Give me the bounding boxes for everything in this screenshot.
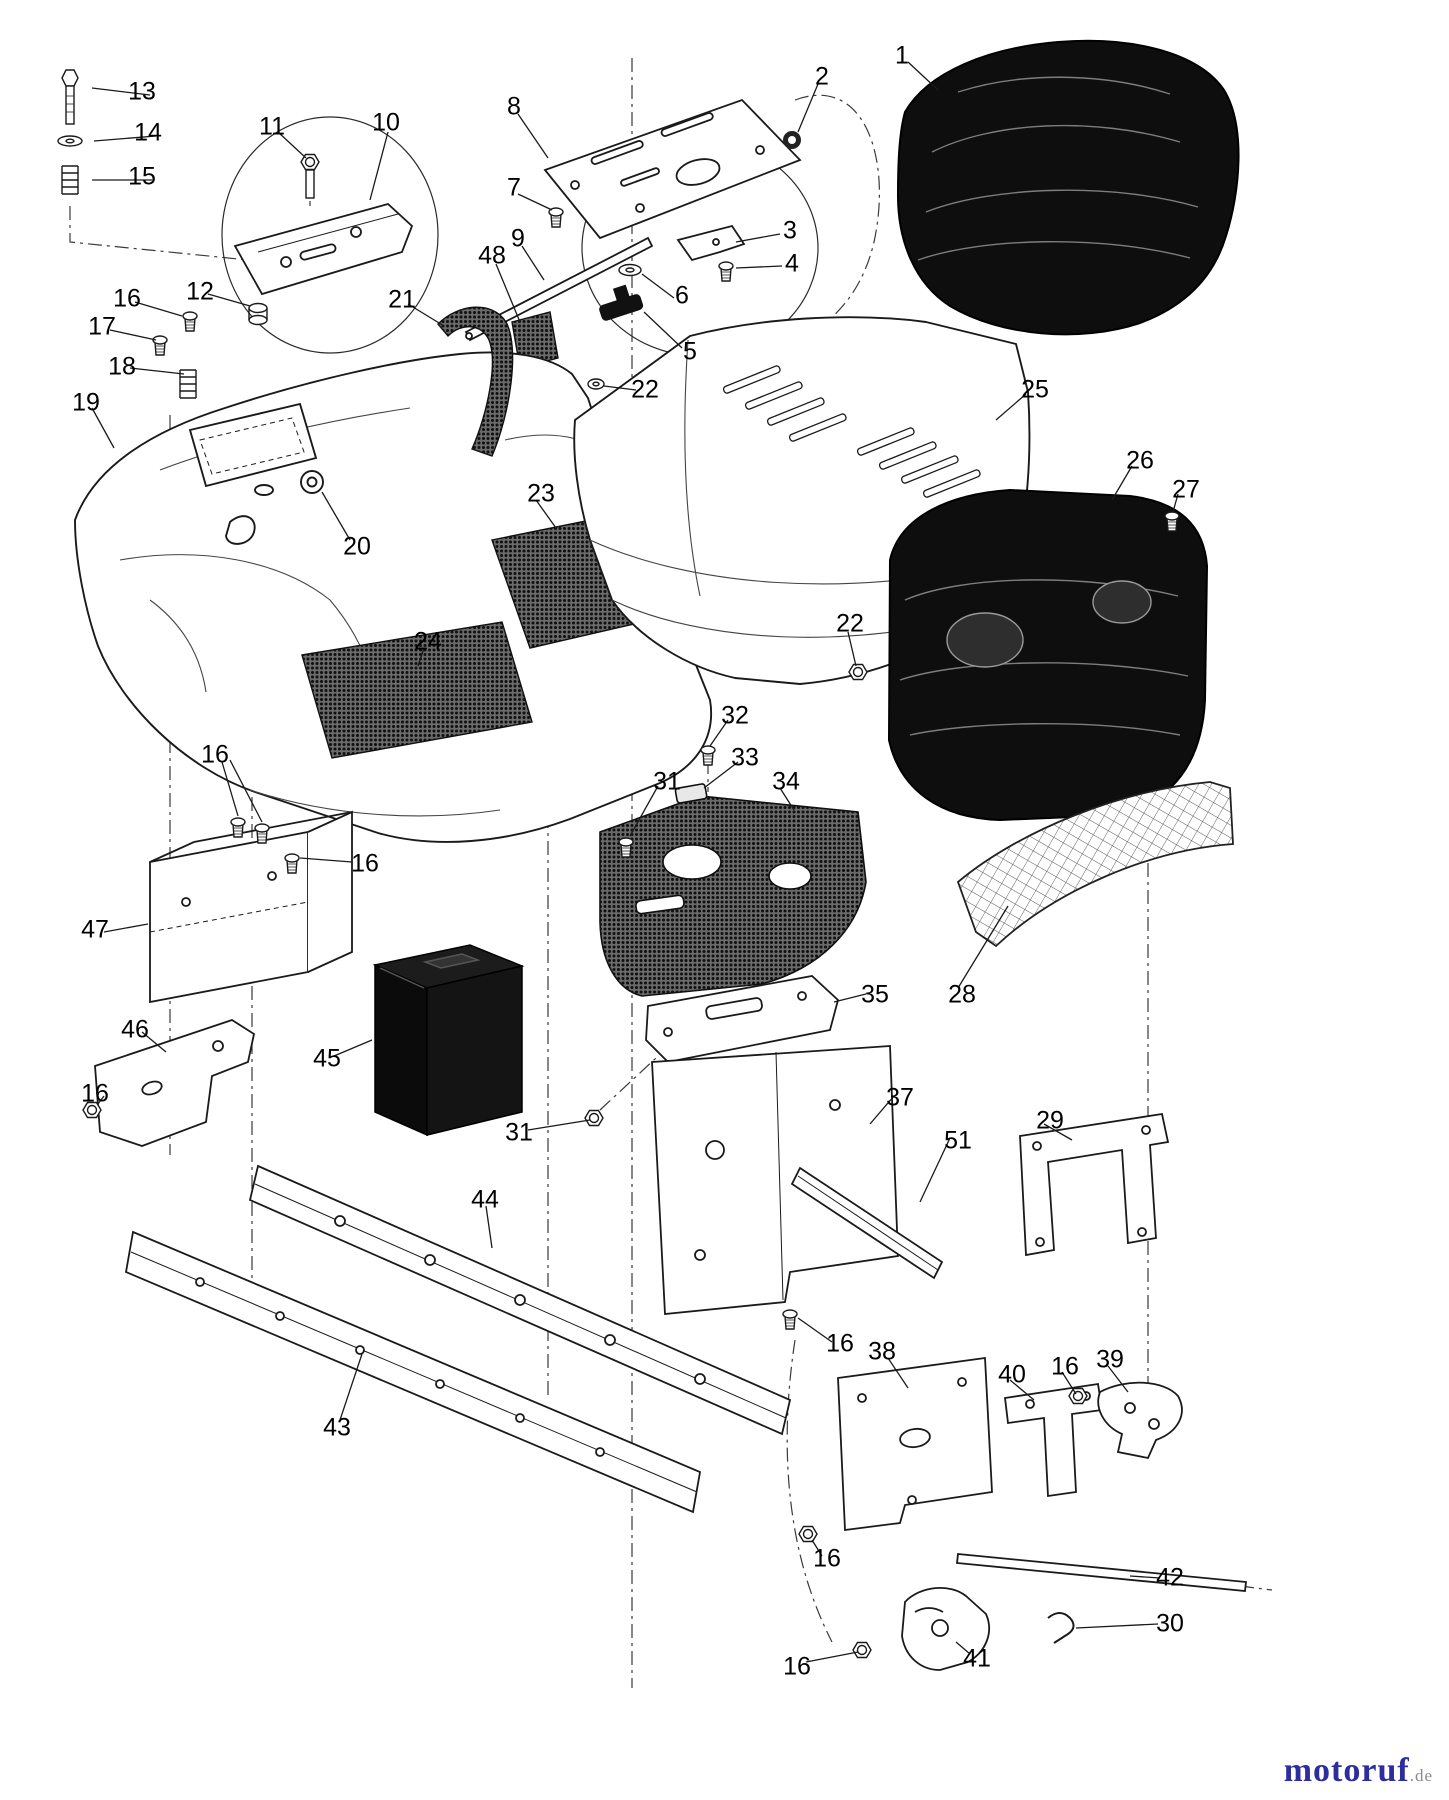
callout-20: 20: [343, 532, 371, 561]
callout-31: 31: [653, 767, 681, 796]
hardware-fasteners: [57, 69, 1180, 1659]
callout-16: 16: [1051, 1352, 1079, 1381]
callout-18: 18: [108, 352, 136, 381]
callout-30: 30: [1156, 1609, 1184, 1638]
callout-51: 51: [944, 1126, 972, 1155]
callout-25: 25: [1021, 375, 1049, 404]
callout-16: 16: [783, 1652, 811, 1681]
callout-42: 42: [1156, 1563, 1184, 1592]
callout-45: 45: [313, 1044, 341, 1073]
front-bracket-part: [94, 1019, 256, 1147]
callout-4: 4: [785, 249, 799, 278]
mount-bracket-part: [233, 203, 414, 296]
watermark: motoruf.de: [1284, 1752, 1433, 1790]
grille-part: [887, 488, 1209, 822]
callout-6: 6: [675, 281, 689, 310]
dash-panel-part: [599, 783, 867, 997]
callout-29: 29: [1036, 1106, 1064, 1135]
callout-1: 1: [895, 41, 909, 70]
callout-39: 39: [1096, 1345, 1124, 1374]
callout-21: 21: [388, 285, 416, 314]
callout-16: 16: [826, 1329, 854, 1358]
watermark-brand: motoruf: [1283, 1752, 1410, 1789]
frame-rails-part: [124, 1164, 792, 1514]
seat-plate-part: [464, 98, 802, 342]
callout-11: 11: [259, 112, 285, 141]
callout-32: 32: [721, 701, 749, 730]
callout-34: 34: [772, 767, 800, 796]
side-panel-part: [651, 1045, 944, 1315]
callout-13: 13: [128, 77, 156, 106]
callout-16: 16: [81, 1079, 109, 1108]
callout-10: 10: [372, 108, 400, 137]
support-bracket-part: [645, 975, 840, 1063]
callout-33: 33: [731, 743, 759, 772]
callout-22: 22: [836, 609, 864, 638]
callout-14: 14: [134, 118, 162, 147]
fender-chassis-part: [74, 351, 712, 843]
lower-brackets-part: [837, 1356, 1247, 1671]
callout-8: 8: [507, 92, 521, 121]
callout-3: 3: [783, 216, 797, 245]
callout-24: 24: [414, 627, 442, 656]
callout-12: 12: [186, 277, 214, 306]
callout-5: 5: [683, 337, 697, 366]
callout-37: 37: [886, 1083, 914, 1112]
callout-15: 15: [128, 162, 156, 191]
callout-23: 23: [527, 479, 555, 508]
callout-27: 27: [1172, 475, 1200, 504]
callout-16: 16: [113, 284, 141, 313]
leader-lines: [91, 61, 1179, 1663]
callout-40: 40: [998, 1360, 1026, 1389]
callout-16: 16: [813, 1544, 841, 1573]
callout-35: 35: [861, 980, 889, 1009]
seat-part: [896, 39, 1240, 336]
bumper-grid-part: [956, 781, 1234, 948]
callout-41: 41: [963, 1644, 991, 1673]
battery-box-part: [372, 944, 525, 1137]
callout-16: 16: [201, 740, 229, 769]
callout-46: 46: [121, 1015, 149, 1044]
watermark-domain: .de: [1409, 1766, 1433, 1785]
callout-7: 7: [507, 173, 521, 202]
support-box-part: [149, 810, 353, 1004]
callout-19: 19: [72, 388, 100, 417]
callout-9: 9: [511, 224, 525, 253]
callout-48: 48: [478, 241, 506, 270]
callout-17: 17: [88, 312, 116, 341]
callout-22: 22: [631, 375, 659, 404]
callout-2: 2: [815, 62, 829, 91]
callout-28: 28: [948, 980, 976, 1009]
rear-bracket-part: [1019, 1112, 1170, 1257]
callout-16: 16: [351, 849, 379, 878]
callout-43: 43: [323, 1413, 351, 1442]
callout-26: 26: [1126, 446, 1154, 475]
callout-44: 44: [471, 1185, 499, 1214]
callout-47: 47: [81, 915, 109, 944]
callout-38: 38: [868, 1337, 896, 1366]
callout-31: 31: [505, 1118, 533, 1147]
